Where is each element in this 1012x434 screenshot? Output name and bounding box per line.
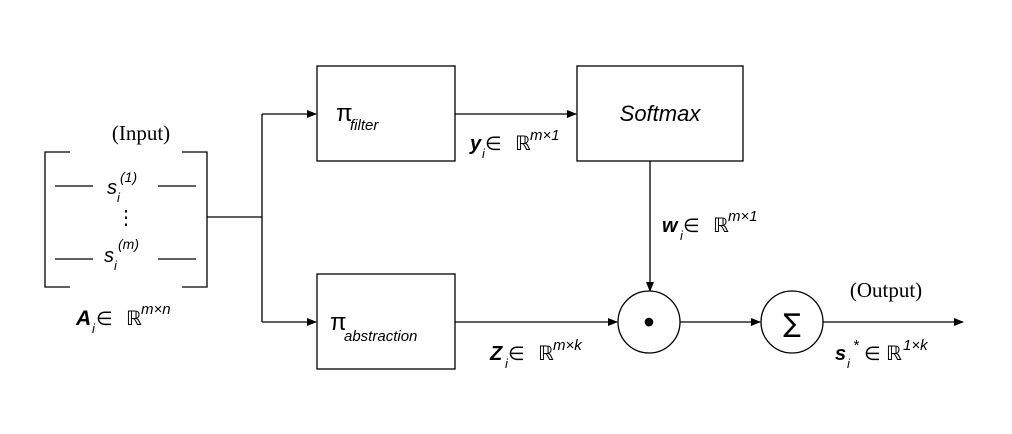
filter-output-label: y i ∈ ℝ m×1 [469,127,560,162]
abstraction-box [316,273,456,370]
row-ellipsis: ⋮ [116,207,136,229]
softmax-output-label: w i ∈ ℝ m×1 [662,208,758,244]
softmax-label: Softmax [620,101,702,126]
row-last-label: s i (m) [104,236,139,274]
matrix-label: A i ∈ ℝ m×n [75,301,171,337]
sum-symbol: ∑ [783,309,801,339]
filter-box [316,65,456,162]
output-title: (Output) [850,278,922,302]
abstraction-label: π abstraction [330,309,417,345]
filter-label: π filter [336,100,379,134]
softmax-box [576,65,744,162]
input-matrix: (Input) s i (1) ⋮ s i (m) A i ∈ ℝ m×n [44,121,208,337]
left-bracket [44,151,70,288]
input-title: (Input) [112,121,170,145]
right-bracket [182,151,208,288]
abstraction-output-label: Z i ∈ ℝ m×k [489,337,583,372]
row-first-label: s i (1) [107,169,137,206]
multiply-symbol: • [643,304,654,340]
output-label: s i * ∈ ℝ 1×k [835,337,929,372]
